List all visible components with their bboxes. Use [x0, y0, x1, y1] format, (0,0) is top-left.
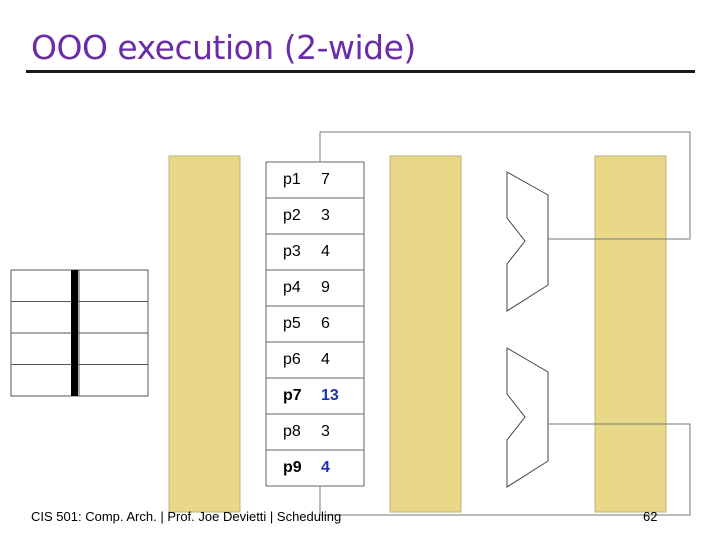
pipeline-latch-2 [389, 155, 462, 513]
register-value: 9 [321, 279, 330, 296]
slide-title: OOO execution (2-wide) [31, 28, 416, 67]
issue-queue [10, 269, 149, 397]
register-name: p1 [283, 171, 301, 188]
register-row-p1: p1 7 [266, 162, 364, 198]
page-number: 62 [643, 509, 658, 524]
register-row-p5: p5 6 [266, 306, 364, 342]
register-value: 4 [321, 351, 330, 368]
register-value: 6 [321, 315, 330, 332]
register-value: 7 [321, 171, 330, 188]
pipeline-latch-1 [168, 155, 241, 513]
register-name: p8 [283, 423, 301, 440]
register-row-p8: p8 3 [266, 414, 364, 450]
register-name: p6 [283, 351, 301, 368]
register-name: p7 [283, 387, 302, 404]
slide-footer: CIS 501: Comp. Arch. | Prof. Joe Deviett… [31, 509, 342, 524]
issue-queue-divider [71, 270, 78, 396]
register-row-p6: p6 4 [266, 342, 364, 378]
register-file-frame [265, 161, 365, 487]
register-value: 4 [321, 243, 330, 260]
register-value: 4 [321, 459, 330, 476]
writeback-wires [319, 131, 691, 516]
alu-upper [506, 171, 549, 312]
register-value: 13 [321, 387, 339, 404]
register-name: p3 [283, 243, 301, 260]
register-row-p7: p7 13 [266, 378, 364, 414]
register-value: 3 [321, 423, 330, 440]
alu-lower [506, 347, 549, 488]
register-name: p9 [283, 459, 302, 476]
title-underline [26, 70, 695, 73]
register-row-p4: p4 9 [266, 270, 364, 306]
register-row-p9: p9 4 [266, 450, 364, 486]
register-name: p4 [283, 279, 301, 296]
register-row-p3: p3 4 [266, 234, 364, 270]
register-row-p2: p2 3 [266, 198, 364, 234]
pipeline-latch-3 [594, 155, 667, 513]
register-name: p2 [283, 207, 301, 224]
register-value: 3 [321, 207, 330, 224]
register-name: p5 [283, 315, 301, 332]
